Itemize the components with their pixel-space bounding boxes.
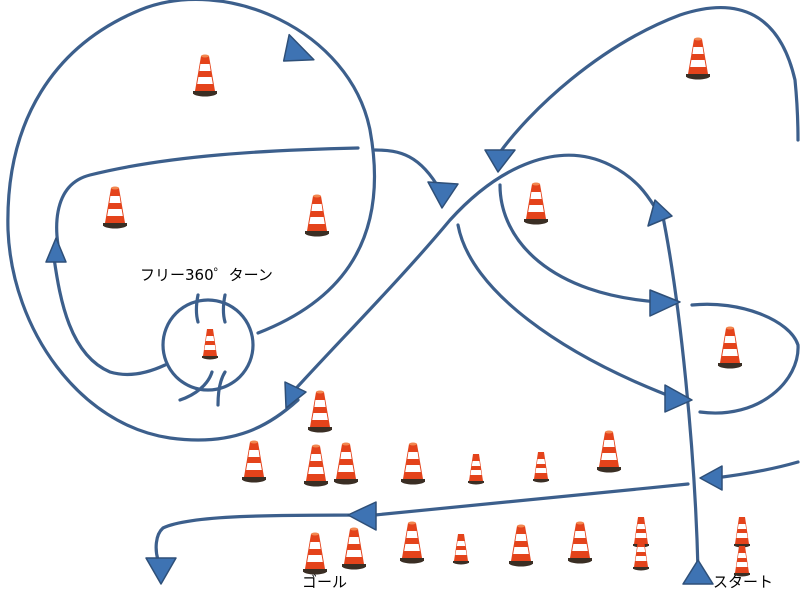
- path-top-curve: [373, 148, 442, 192]
- free-turn-circle: [161, 293, 255, 407]
- cone: [242, 440, 266, 483]
- cone: [400, 521, 424, 564]
- cone: [304, 444, 328, 487]
- arrow-start: [682, 559, 714, 585]
- cone: [533, 452, 549, 483]
- cone: [468, 454, 484, 485]
- arrow-vertical-top: [647, 199, 673, 227]
- path-right-to-goal: [713, 460, 800, 480]
- arrow-branch-b: [664, 384, 693, 413]
- goal-label: ゴール: [302, 573, 348, 591]
- path-branch-a: [498, 183, 662, 304]
- cone: [342, 527, 366, 570]
- path-outer-loop: [6, 0, 376, 442]
- arrow-bottom-run: [347, 501, 377, 531]
- cone: [193, 54, 217, 97]
- path-bottom-run: [154, 482, 690, 562]
- cone: [568, 521, 592, 564]
- path-start-vertical: [660, 210, 700, 572]
- cone: [202, 329, 218, 360]
- cone: [686, 37, 710, 80]
- cone: [509, 524, 533, 567]
- cone: [303, 532, 327, 575]
- arrow-center: [427, 181, 459, 209]
- path-diagonal: [288, 153, 660, 397]
- arrow-left-side: [45, 237, 67, 263]
- cone: [734, 517, 750, 548]
- cone: [718, 326, 742, 369]
- cone: [103, 186, 127, 229]
- path-upper-right: [496, 6, 800, 157]
- arrow-upper-right: [484, 149, 516, 173]
- path-branch-b: [456, 223, 682, 402]
- cone: [305, 194, 329, 237]
- cone: [453, 534, 469, 565]
- path-inner-return: [52, 256, 167, 377]
- path-right-loop: [690, 302, 800, 415]
- free-turn-label: フリー360゜ターン: [140, 266, 273, 284]
- cone: [524, 182, 548, 225]
- cone: [334, 442, 358, 485]
- arrow-top-left-loop: [282, 33, 315, 62]
- arrow-branch-a: [649, 289, 681, 317]
- cone: [597, 430, 621, 473]
- arrow-lower-right: [699, 465, 723, 491]
- arrow-goal: [145, 557, 177, 585]
- cone: [401, 442, 425, 485]
- cone: [308, 390, 332, 433]
- path-inner-loop: [55, 146, 360, 257]
- start-label: スタート: [713, 573, 774, 591]
- arrow-to-circle: [284, 381, 307, 409]
